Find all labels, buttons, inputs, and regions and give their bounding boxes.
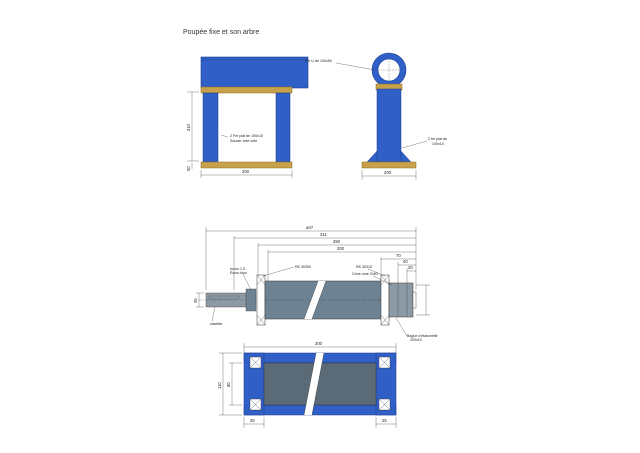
shaft-bearing-right bbox=[380, 274, 390, 326]
shaft-bearing-left bbox=[256, 274, 266, 326]
shaft-label-bague-1: Bague d'étanchéité bbox=[407, 334, 438, 338]
shaft-dim-250: 250 bbox=[333, 239, 341, 244]
shaft-label-cone-1: Cône roue CMG bbox=[352, 272, 378, 276]
front-right-leg bbox=[275, 92, 291, 163]
front-label-weld: Souder cote cote bbox=[230, 139, 257, 143]
plate-bolt-boxes bbox=[249, 356, 391, 411]
plate-dim-right: 25 bbox=[382, 418, 387, 423]
shaft-collar bbox=[245, 288, 257, 312]
shaft-dim-70: 70 bbox=[396, 253, 401, 258]
shaft-label-clavette: clavette bbox=[210, 322, 222, 326]
front-top-wood-plate bbox=[200, 86, 293, 94]
shaft-label-ecrou-2: Écrou bloc bbox=[230, 270, 247, 275]
front-left-leg bbox=[202, 92, 219, 163]
side-base-wood-plate bbox=[361, 161, 417, 169]
plate-dim-height: 110 bbox=[217, 382, 222, 389]
side-view: Fer U de 100x50 2 fer plat de 100x10 200 bbox=[305, 52, 447, 180]
plate-dim-inner: 80 bbox=[226, 382, 231, 387]
shaft-dim-20: 20 bbox=[408, 265, 413, 270]
plate-break-gap bbox=[304, 353, 324, 415]
shaft-label-rk2: RK 30310 bbox=[356, 265, 372, 269]
plate-view: 200 110 80 25 bbox=[217, 341, 397, 428]
shaft-label-rk1: RK 30300 bbox=[295, 265, 311, 269]
shaft-label-bague-2: 200x10 bbox=[410, 338, 422, 342]
side-label-plate-2: 100x10 bbox=[432, 142, 444, 146]
shaft-dim-311: 311 bbox=[320, 232, 327, 237]
front-top-u-channel bbox=[200, 56, 309, 89]
front-dim-base: 50 bbox=[186, 166, 191, 171]
front-dim-height: 310 bbox=[186, 123, 191, 131]
shaft-dim-left: 35 bbox=[193, 298, 198, 303]
shaft-dim-total: ø47 bbox=[306, 225, 314, 230]
shaft-right-hub bbox=[388, 282, 414, 318]
side-gusset-right bbox=[400, 150, 412, 163]
side-label-plate-1: 2 fer plat de bbox=[428, 137, 447, 141]
plate-dim-left: 25 bbox=[250, 418, 255, 423]
side-gusset-left bbox=[366, 150, 378, 163]
front-base-wood-plate bbox=[200, 161, 293, 169]
front-label-plate: 2 Fer plat de 100x10 bbox=[230, 134, 263, 138]
shaft-dim-40: 40 bbox=[403, 259, 408, 264]
plate-dim-width: 200 bbox=[315, 341, 323, 346]
shaft-label-ecrou-1: écrou 1.5 bbox=[230, 267, 245, 271]
side-dim-width: 200 bbox=[384, 170, 392, 175]
page-title: Poupée fixe et son arbre bbox=[183, 29, 260, 36]
shaft-view: ø47 311 250 200 70 40 20 bbox=[193, 225, 438, 342]
plate-bottom-bar bbox=[243, 404, 397, 416]
front-view: 2 Fer plat de 100x10 Souder cote cote 20… bbox=[186, 56, 309, 178]
side-column bbox=[376, 88, 402, 163]
shaft-break-gap bbox=[304, 281, 326, 319]
front-dim-width: 200 bbox=[242, 169, 250, 174]
shaft-dim-200: 200 bbox=[337, 246, 345, 251]
side-label-u: Fer U de 100x50 bbox=[305, 59, 332, 63]
